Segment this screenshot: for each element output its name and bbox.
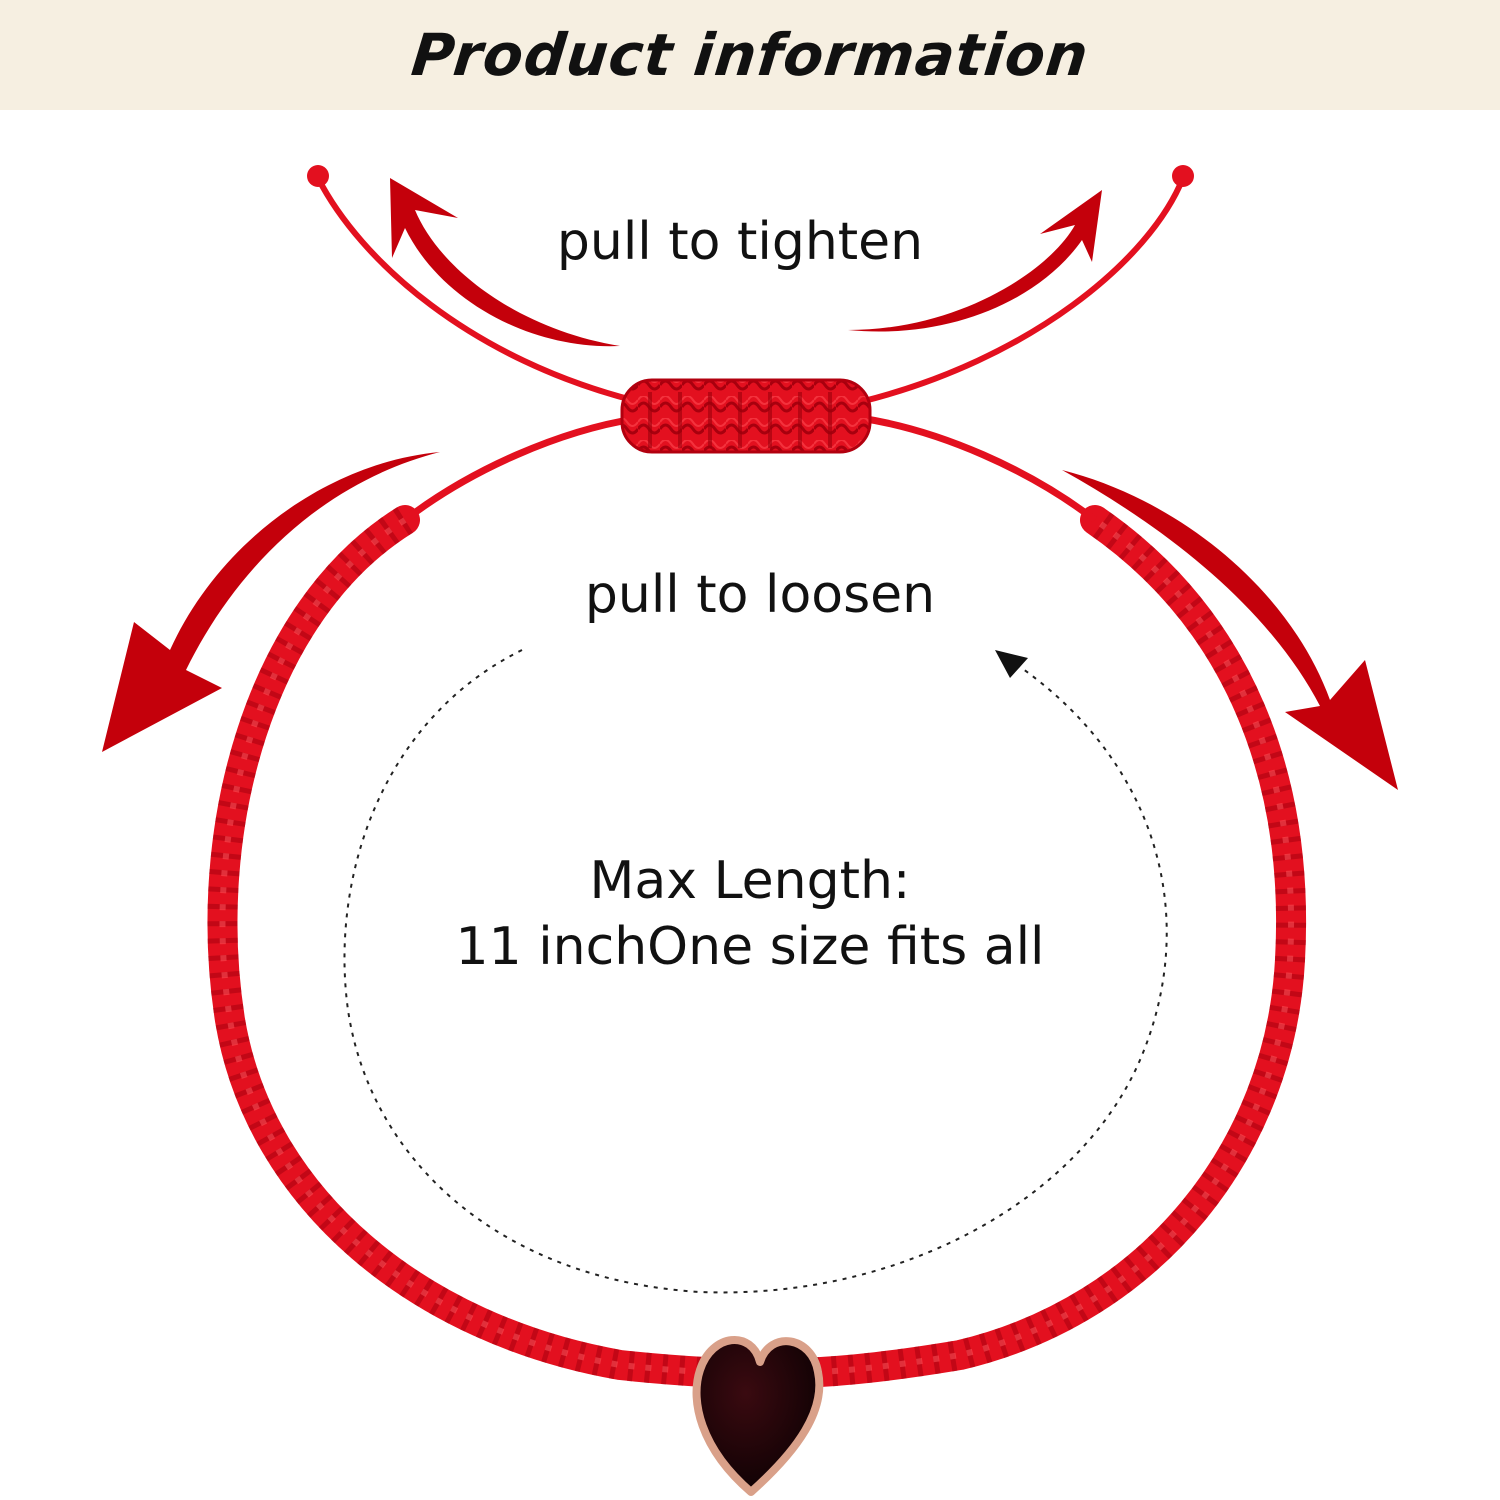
- page-title: Product information: [408, 21, 1092, 89]
- cord-left-lower: [402, 414, 641, 523]
- arrow-tighten-right-icon: [848, 190, 1102, 332]
- arrow-loosen-right-icon: [1062, 470, 1398, 790]
- max-length-line2: 11 inchOne size fits all: [455, 917, 1045, 977]
- sliding-knot: [620, 378, 872, 454]
- pull-to-tighten-label: pull to tighten: [556, 212, 924, 272]
- cord-right-lower: [859, 414, 1098, 523]
- cord-end-knot-left: [307, 165, 329, 187]
- cord-end-knot-right: [1172, 165, 1194, 187]
- cord-right-upper: [859, 176, 1186, 405]
- cord-left-upper: [315, 176, 641, 405]
- dashed-circle-guide: [343, 649, 1168, 1294]
- arrow-tighten-left-icon: [390, 178, 620, 347]
- heart-charm-icon: [692, 1335, 824, 1496]
- header-banner: Product information: [0, 0, 1500, 110]
- max-length-line1: Max Length:: [589, 851, 911, 911]
- bracelet-illustration: [102, 165, 1398, 1496]
- max-length-text: Max Length: 11 inchOne size fits all: [400, 848, 1100, 980]
- arrow-loosen-left-icon: [102, 452, 440, 752]
- pull-to-loosen-label: pull to loosen: [584, 565, 936, 625]
- dashed-arrowhead-icon: [995, 650, 1028, 678]
